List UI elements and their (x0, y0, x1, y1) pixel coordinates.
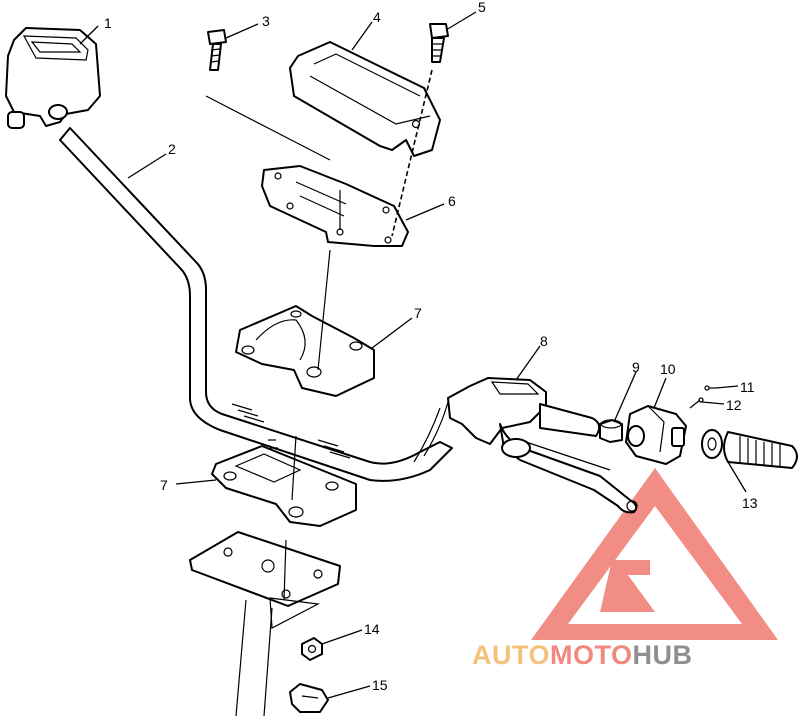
clip-15 (289, 683, 329, 713)
callouts: 1 2 3 4 5 6 7 7 8 9 10 11 12 13 14 15 (104, 0, 758, 693)
watermark-text: AUTOMOTOHUB (472, 640, 693, 670)
steering-post-plate (189, 531, 341, 629)
callout-13: 13 (742, 495, 758, 511)
callout-2: 2 (168, 141, 176, 157)
assembly-lines (205, 69, 433, 601)
callout-9: 9 (632, 359, 640, 375)
svg-text:AUTOMOTOHUB: AUTOMOTOHUB (472, 640, 693, 670)
steering-post (235, 599, 273, 716)
leader-lines (79, 11, 747, 699)
watermark-moto: MOTO (550, 640, 633, 670)
screw-11 (704, 385, 716, 391)
callout-11: 11 (740, 379, 755, 395)
callout-4: 4 (373, 9, 381, 25)
watermark-logo-icon (531, 468, 778, 640)
callout-3: 3 (262, 13, 270, 29)
callout-14: 14 (364, 621, 380, 637)
handlebar-tube (59, 127, 453, 482)
nut-14 (301, 637, 323, 661)
watermark-hub: HUB (633, 640, 693, 670)
bolt-3 (207, 29, 227, 71)
callout-5: 5 (478, 0, 486, 15)
callout-8: 8 (540, 333, 548, 349)
callout-15: 15 (372, 677, 388, 693)
lower-clamp (211, 439, 357, 527)
callout-1: 1 (104, 15, 112, 31)
left-control-housing (5, 27, 101, 129)
callout-7-upper: 7 (414, 305, 422, 321)
watermark-auto: AUTO (472, 640, 550, 670)
bolt-5 (429, 23, 449, 63)
callout-12: 12 (726, 397, 742, 413)
callout-7-lower: 7 (160, 477, 168, 493)
callout-10: 10 (660, 361, 676, 377)
bushing-9 (599, 419, 623, 443)
callout-6: 6 (448, 193, 456, 209)
brake-master-cylinder (447, 377, 638, 514)
handlebar-cover (289, 41, 441, 157)
upper-clamp (235, 305, 375, 397)
screw-12 (689, 397, 704, 409)
handlebar-grip (701, 429, 798, 469)
mounting-plate (261, 165, 409, 247)
throttle-housing (625, 405, 687, 465)
